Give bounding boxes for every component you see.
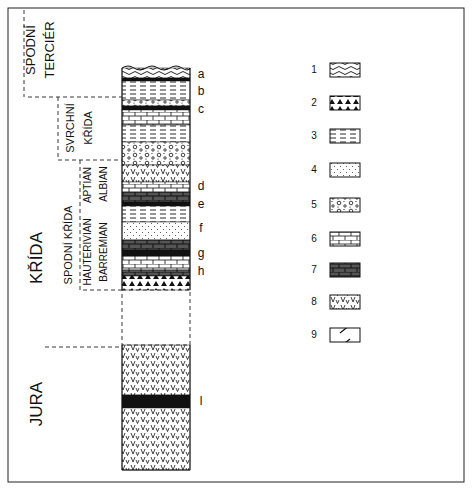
rock-layer [122,256,190,270]
legend-number: 8 [311,297,317,307]
legend-swatch [330,96,360,110]
epoch-label: SVRCHNÍ KŘÍDA [61,99,97,157]
layer-letter: d [198,180,205,192]
legend-swatches [330,63,360,342]
stage-label: BARREMIAN [99,222,109,281]
layer-letter: f [199,222,202,234]
legend-swatch [330,129,360,143]
legend-number: 4 [311,165,317,175]
stage-label: APTIAN [83,167,93,203]
rock-layer [122,100,190,106]
legend-number: 1 [311,65,317,75]
legend-swatch [330,198,360,212]
legend-number: 6 [311,234,317,244]
rock-layer [122,276,190,290]
rock-layer [122,81,190,100]
layer-letter: h [198,265,205,277]
rock-layer [122,182,190,192]
rock-layer [122,125,190,142]
layer-letter: b [198,85,205,97]
layer-letter: c [198,103,204,115]
rock-layer [122,142,190,165]
legend-swatch [330,232,360,246]
legend-number: 5 [311,200,317,210]
legend-number: 3 [311,131,317,141]
epoch-label: SPODNÍ KŘÍDA [63,206,74,285]
legend-swatch [330,263,360,277]
legend-number: 7 [311,265,317,275]
rock-layer [122,240,190,250]
rock-layer [122,192,190,202]
rock-layer [122,250,190,256]
rock-layer [122,345,190,395]
rock-layer [122,395,190,408]
rock-layer [122,78,190,81]
period-label: SPODNÍ TERCIÉR [21,13,59,87]
layer-letter: e [198,198,205,210]
layer-letter: g [198,247,205,259]
rock-layer [122,270,190,276]
legend-number: 9 [311,330,317,340]
legend-swatch [330,328,360,342]
legend-swatch [330,63,360,77]
rock-layers [122,68,190,470]
rock-layer [122,165,190,182]
rock-layer [122,408,190,470]
rock-layer [122,202,190,206]
layer-letter: a [198,68,205,80]
column-outline [122,68,190,470]
legend-number: 2 [311,98,317,108]
rock-layer [122,206,190,222]
legend-swatch [330,163,360,177]
rock-layer [122,222,190,240]
period-label: KŘÍDA [28,232,45,284]
rock-layer [122,106,190,110]
period-label: JURA [28,382,45,426]
legend-swatch [330,295,360,309]
stage-label: ALBIAN [99,166,109,202]
stage-label: HAUTERIVIAN [83,218,93,285]
layer-letter: l [200,395,203,407]
rock-layer [122,110,190,125]
frame [8,8,464,482]
column-top [122,66,190,70]
rock-layer [122,68,190,78]
